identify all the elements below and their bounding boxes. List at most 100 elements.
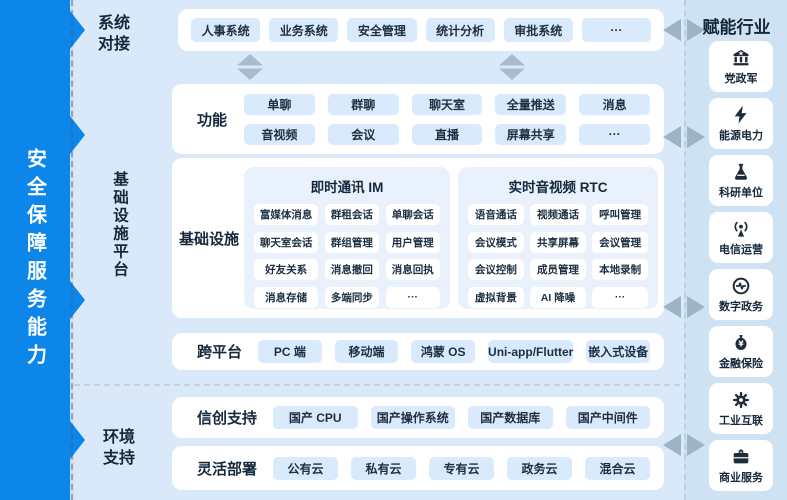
industry-card-digital-gov: 数字政务 xyxy=(709,269,773,320)
horizontal-double-arrow-icon xyxy=(663,434,705,456)
horizontal-double-arrow-icon xyxy=(663,19,705,41)
bar-arrow-icon xyxy=(70,281,85,319)
rtc-panel: 实时音视频 RTC 语音通话视频通话呼叫管理会议模式共享屏幕会议管理会议控制成员… xyxy=(458,167,658,309)
vertical-double-arrow-icon xyxy=(237,54,263,80)
cross-platform-label: 跨平台 xyxy=(197,344,243,361)
system-chip: ··· xyxy=(581,18,652,42)
industry-label: 金融保险 xyxy=(719,357,763,370)
industry-card-business: 商业服务 xyxy=(709,440,773,491)
government-icon xyxy=(733,49,749,65)
vertical-double-arrow-icon xyxy=(499,54,525,80)
bar-arrow-icon xyxy=(70,421,85,459)
system-chips: 人事系统业务系统安全管理统计分析审批系统 ··· xyxy=(191,18,652,42)
system-chip: 审批系统 xyxy=(503,18,573,42)
xinchuang-chip: 国产中间件 xyxy=(565,406,651,429)
platform-chip: 鸿蒙 OS xyxy=(411,340,476,363)
im-chip: 单聊会话 xyxy=(385,204,440,225)
feature-chip: 全量推送 xyxy=(495,93,567,115)
industry-card-research: 科研单位 xyxy=(709,155,773,206)
system-chip: 人事系统 xyxy=(191,18,261,42)
rtc-chip: 会议控制 xyxy=(468,259,524,280)
deployment-chips: 公有云私有云专有云政务云混合云 xyxy=(273,456,651,480)
feature-label: 功能 xyxy=(197,111,228,129)
rtc-chip: 会议管理 xyxy=(592,231,648,253)
industry-label: 能源电力 xyxy=(719,129,763,142)
rtc-chip: 虚拟背景 xyxy=(468,286,524,308)
rtc-title: 实时音视频 RTC xyxy=(508,180,608,195)
system-integration-card: 人事系统业务系统安全管理统计分析审批系统 ··· xyxy=(178,9,664,51)
xinchuang-label: 信创支持 xyxy=(197,410,258,427)
deployment-label: 灵活部署 xyxy=(197,460,258,478)
rtc-chip: ··· xyxy=(592,286,648,308)
rtc-grid: 语音通话视频通话呼叫管理会议模式共享屏幕会议管理会议控制成员管理本地录制虚拟背景… xyxy=(468,204,648,308)
feature-chip: 单聊 xyxy=(244,93,315,115)
feature-row-1: 单聊群聊聊天室全量推送消息 xyxy=(244,93,650,115)
rtc-chip: 成员管理 xyxy=(530,259,586,280)
xinchuang-chip: 国产数据库 xyxy=(468,406,553,429)
im-chip: 用户管理 xyxy=(385,231,440,253)
digital-gov-icon xyxy=(732,277,750,294)
horizontal-dashed-divider xyxy=(74,384,680,386)
feature-chip: 聊天室 xyxy=(411,93,483,115)
im-chip: 消息存储 xyxy=(254,286,319,308)
infrastructure-label: 基础设施 xyxy=(178,230,239,248)
infrastructure-card: 基础设施 即时通讯 IM 富媒体消息群租会话单聊会话聊天室会话群组管理用户管理好… xyxy=(172,158,664,318)
im-chip: ··· xyxy=(385,286,440,308)
deployment-chip: 混合云 xyxy=(585,456,651,480)
rtc-chip: 本地录制 xyxy=(592,259,648,280)
platform-chip: Uni-app/Flutter xyxy=(488,340,574,363)
im-title: 即时通讯 IM xyxy=(310,180,384,195)
industry-label: 商业服务 xyxy=(719,471,763,484)
im-chip: 好友关系 xyxy=(254,259,319,280)
industry-card-government: 党政军 xyxy=(709,41,773,92)
section-label-infrastructure-platform: 基础设施平台 xyxy=(111,171,128,279)
rtc-chip: 语音通话 xyxy=(468,204,524,225)
rtc-chip: 呼叫管理 xyxy=(592,204,648,225)
feature-chip: 会议 xyxy=(327,123,399,145)
rtc-chip: AI 降噪 xyxy=(530,286,586,308)
feature-chip: 消息 xyxy=(579,93,650,115)
feature-chip: 屏幕共享 xyxy=(495,123,567,145)
platform-chip: 移动端 xyxy=(334,340,399,363)
section-label-system-integration: 系统对接 xyxy=(98,15,131,53)
deployment-chip: 专有云 xyxy=(429,456,495,480)
industry-label: 电信运营 xyxy=(719,243,763,256)
rtc-chip: 视频通话 xyxy=(530,204,586,225)
security-capability-bar xyxy=(0,0,70,500)
platform-chip: PC 端 xyxy=(258,340,322,363)
telecom-icon xyxy=(734,221,748,237)
deployment-chip: 公有云 xyxy=(273,456,339,480)
im-chip: 多端同步 xyxy=(324,286,380,308)
feature-chip: 音视频 xyxy=(244,123,315,145)
svg-text:¥: ¥ xyxy=(738,339,744,348)
industries-title: 赋能行业 xyxy=(702,18,771,37)
industry-label: 科研单位 xyxy=(719,186,763,199)
feature-chip: 群聊 xyxy=(327,93,399,115)
system-chip: 安全管理 xyxy=(347,18,417,42)
system-chip: 统计分析 xyxy=(425,18,495,42)
im-chip: 聊天室会话 xyxy=(254,231,319,253)
industry-card-finance: ¥ 金融保险 xyxy=(709,326,773,377)
right-dashed-divider xyxy=(684,0,686,500)
deployment-card: 灵活部署 公有云私有云专有云政务云混合云 xyxy=(172,446,664,490)
industry-card-telecom: 电信运营 xyxy=(709,212,773,263)
im-chip: 消息回执 xyxy=(385,259,440,280)
rtc-chip: 会议模式 xyxy=(468,231,524,253)
industry-card-industrial: 工业互联 xyxy=(709,383,773,434)
feature-row-2: 音视频会议直播屏幕共享··· xyxy=(244,123,650,145)
system-chip: 业务系统 xyxy=(269,18,339,42)
finance-icon: ¥ xyxy=(735,334,747,350)
im-grid: 富媒体消息群租会话单聊会话聊天室会话群组管理用户管理好友关系消息撤回消息回执消息… xyxy=(254,204,440,308)
im-chip: 群组管理 xyxy=(324,231,380,253)
horizontal-double-arrow-icon xyxy=(663,296,705,318)
deployment-chip: 私有云 xyxy=(351,456,417,480)
industry-label: 工业互联 xyxy=(719,414,763,427)
xinchuang-chip: 国产 CPU xyxy=(273,406,358,429)
im-chip: 群租会话 xyxy=(324,204,380,225)
industry-card-energy: 能源电力 xyxy=(709,98,773,149)
section-label-environment-support: 环境支持 xyxy=(103,429,136,467)
horizontal-double-arrow-icon xyxy=(663,126,705,148)
